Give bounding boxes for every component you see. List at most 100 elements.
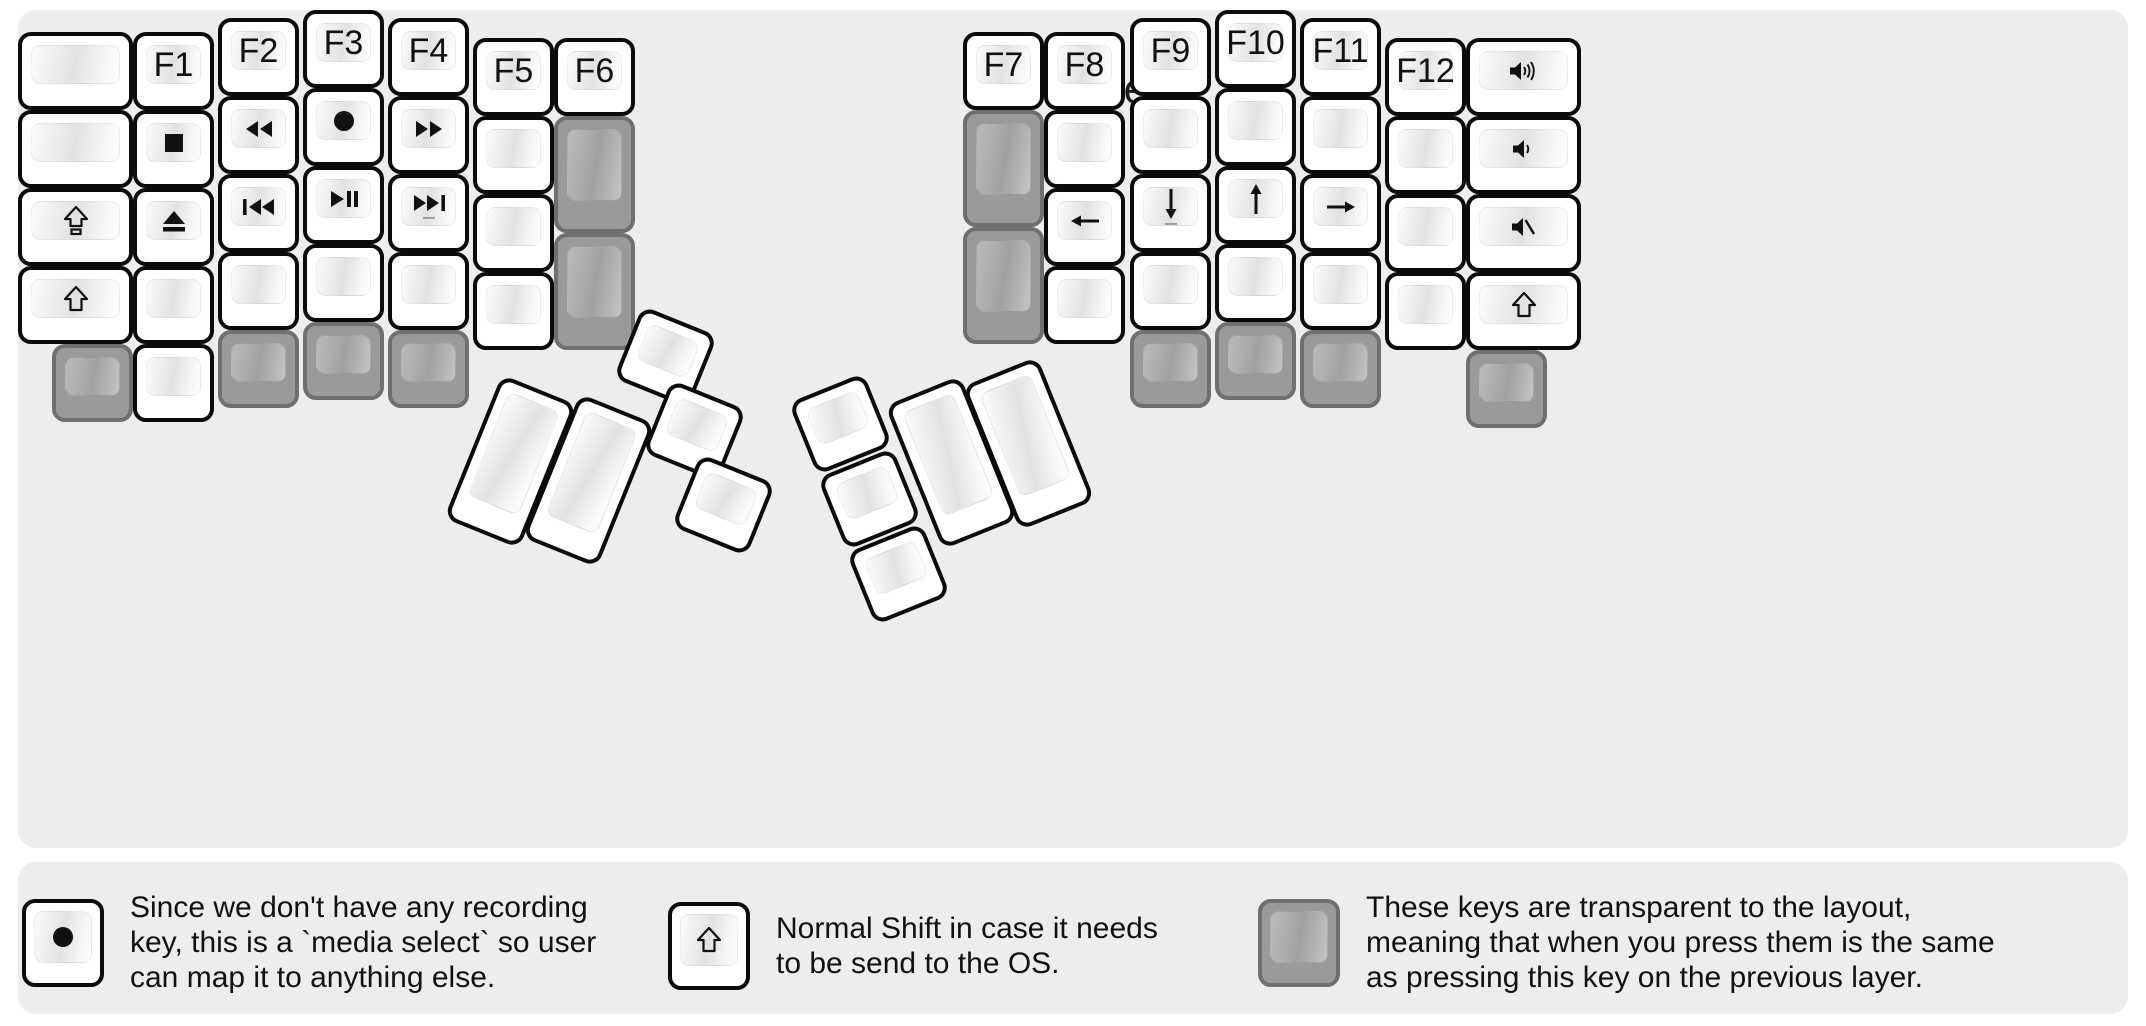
key-f1[interactable]: F1: [133, 32, 214, 110]
key-arrow-left[interactable]: [1044, 188, 1125, 266]
keycap: F12: [1396, 51, 1455, 90]
key-media-play-pause[interactable]: [303, 166, 384, 244]
keycap: [1313, 109, 1368, 148]
key-arrow-down[interactable]: [1130, 174, 1211, 252]
media-play-pause-icon: [327, 189, 361, 209]
arrow-left-icon: [1068, 210, 1102, 232]
key-f2-col-r4[interactable]: [218, 252, 299, 330]
key-f4[interactable]: F4: [388, 18, 469, 96]
keycap: [976, 123, 1031, 195]
keycap: [1479, 207, 1568, 246]
key-f8[interactable]: F8: [1044, 32, 1125, 110]
key-f1-col-r5[interactable]: [133, 344, 214, 422]
key-f3-col-transparent[interactable]: [303, 322, 384, 400]
key-f10[interactable]: F10: [1215, 10, 1296, 88]
key-media-next-track[interactable]: [388, 174, 469, 252]
keycap: [316, 101, 371, 140]
keycap: [1228, 335, 1283, 374]
key-volume-mute[interactable]: [1466, 194, 1581, 272]
keycap: [401, 265, 456, 304]
key-f4-col-r4[interactable]: [388, 252, 469, 330]
keycap: [567, 246, 622, 318]
key-media-previous-track[interactable]: [218, 174, 299, 252]
key-f5[interactable]: F5: [473, 38, 554, 116]
key-arrow-right[interactable]: [1300, 174, 1381, 252]
keycap: [635, 322, 701, 380]
keycap: F7: [976, 45, 1031, 84]
key-f12-col-r3[interactable]: [1385, 194, 1466, 272]
key-volume-up[interactable]: [1466, 38, 1581, 116]
keycap: [146, 201, 201, 240]
keycap: F1: [146, 45, 201, 84]
key-f12-col-r2[interactable]: [1385, 116, 1466, 194]
key-f11[interactable]: F11: [1300, 18, 1381, 96]
key-left-outer-capslock[interactable]: [18, 188, 133, 266]
legend-text-transparent: These keys are transparent to the layout…: [1366, 891, 1995, 995]
key-left-outer-r1[interactable]: [18, 32, 133, 110]
key-f5-col-r2[interactable]: [473, 116, 554, 194]
key-right-outer-shift[interactable]: [1466, 272, 1581, 350]
media-record-icon: [50, 924, 76, 950]
keycap: [401, 187, 456, 226]
key-f10-col-transparent[interactable]: [1215, 322, 1296, 400]
keycap: [863, 539, 929, 597]
key-media-record[interactable]: [303, 88, 384, 166]
key-f11-col-transparent[interactable]: [1300, 330, 1381, 408]
keycap: [1479, 363, 1534, 402]
keycap: [1057, 123, 1112, 162]
keycap: [976, 240, 1031, 312]
legend-item-shift: Normal Shift in case it needs to be send…: [668, 902, 1158, 990]
key-f3[interactable]: F3: [303, 10, 384, 88]
key-right-outer-transparent[interactable]: [1466, 350, 1547, 428]
key-media-rewind[interactable]: [218, 96, 299, 174]
key-f9-col-transparent[interactable]: [1130, 330, 1211, 408]
key-left-outer-shift[interactable]: [18, 266, 133, 344]
key-left-outer-transparent[interactable]: [52, 344, 133, 422]
keycap: [1228, 179, 1283, 218]
key-volume-down[interactable]: [1466, 116, 1581, 194]
key-f12[interactable]: F12: [1385, 38, 1466, 116]
key-f1-col-r4[interactable]: [133, 266, 214, 344]
key-f9-col-r2[interactable]: [1130, 96, 1211, 174]
keycap: [316, 257, 371, 296]
key-f5-col-r3[interactable]: [473, 194, 554, 272]
key-f5-col-r4[interactable]: [473, 272, 554, 350]
key-f8-col-r2[interactable]: [1044, 110, 1125, 188]
keycap: [1143, 265, 1198, 304]
key-f7[interactable]: F7: [963, 32, 1044, 110]
key-label: F2: [238, 31, 279, 70]
key-f9-col-r4[interactable]: [1130, 252, 1211, 330]
key-media-fast-forward[interactable]: [388, 96, 469, 174]
key-f6[interactable]: F6: [554, 38, 635, 116]
key-label: F10: [1226, 23, 1285, 62]
key-f9[interactable]: F9: [1130, 18, 1211, 96]
key-f2[interactable]: F2: [218, 18, 299, 96]
key-f11-col-r2[interactable]: [1300, 96, 1381, 174]
key-f6-col-transparent-1[interactable]: [554, 116, 635, 233]
key-media-eject[interactable]: [133, 188, 214, 266]
key-f7-col-transparent-2[interactable]: [963, 227, 1044, 344]
keycap: [1057, 279, 1112, 318]
key-f10-col-r2[interactable]: [1215, 88, 1296, 166]
keycap: F4: [401, 31, 456, 70]
key-left-outer-r2[interactable]: [18, 110, 133, 188]
key-f8-col-r4[interactable]: [1044, 266, 1125, 344]
key-f10-col-r4[interactable]: [1215, 244, 1296, 322]
key-f12-col-r4[interactable]: [1385, 272, 1466, 350]
keycap: F2: [231, 31, 286, 70]
key-f11-col-r4[interactable]: [1300, 252, 1381, 330]
key-f2-col-transparent[interactable]: [218, 330, 299, 408]
key-media-stop[interactable]: [133, 110, 214, 188]
keycap: [805, 389, 871, 447]
keycap: [401, 343, 456, 382]
key-label: F11: [1312, 31, 1369, 70]
key-f4-col-transparent[interactable]: [388, 330, 469, 408]
key-f7-col-transparent-1[interactable]: [963, 110, 1044, 227]
key-f3-col-r4[interactable]: [303, 244, 384, 322]
key-f6-col-transparent-2[interactable]: [554, 233, 635, 350]
legend-key-transparent: [1258, 898, 1340, 987]
arrow-down-icon: [1159, 188, 1183, 226]
caps-lock-icon: [63, 205, 89, 237]
key-arrow-up[interactable]: [1215, 166, 1296, 244]
